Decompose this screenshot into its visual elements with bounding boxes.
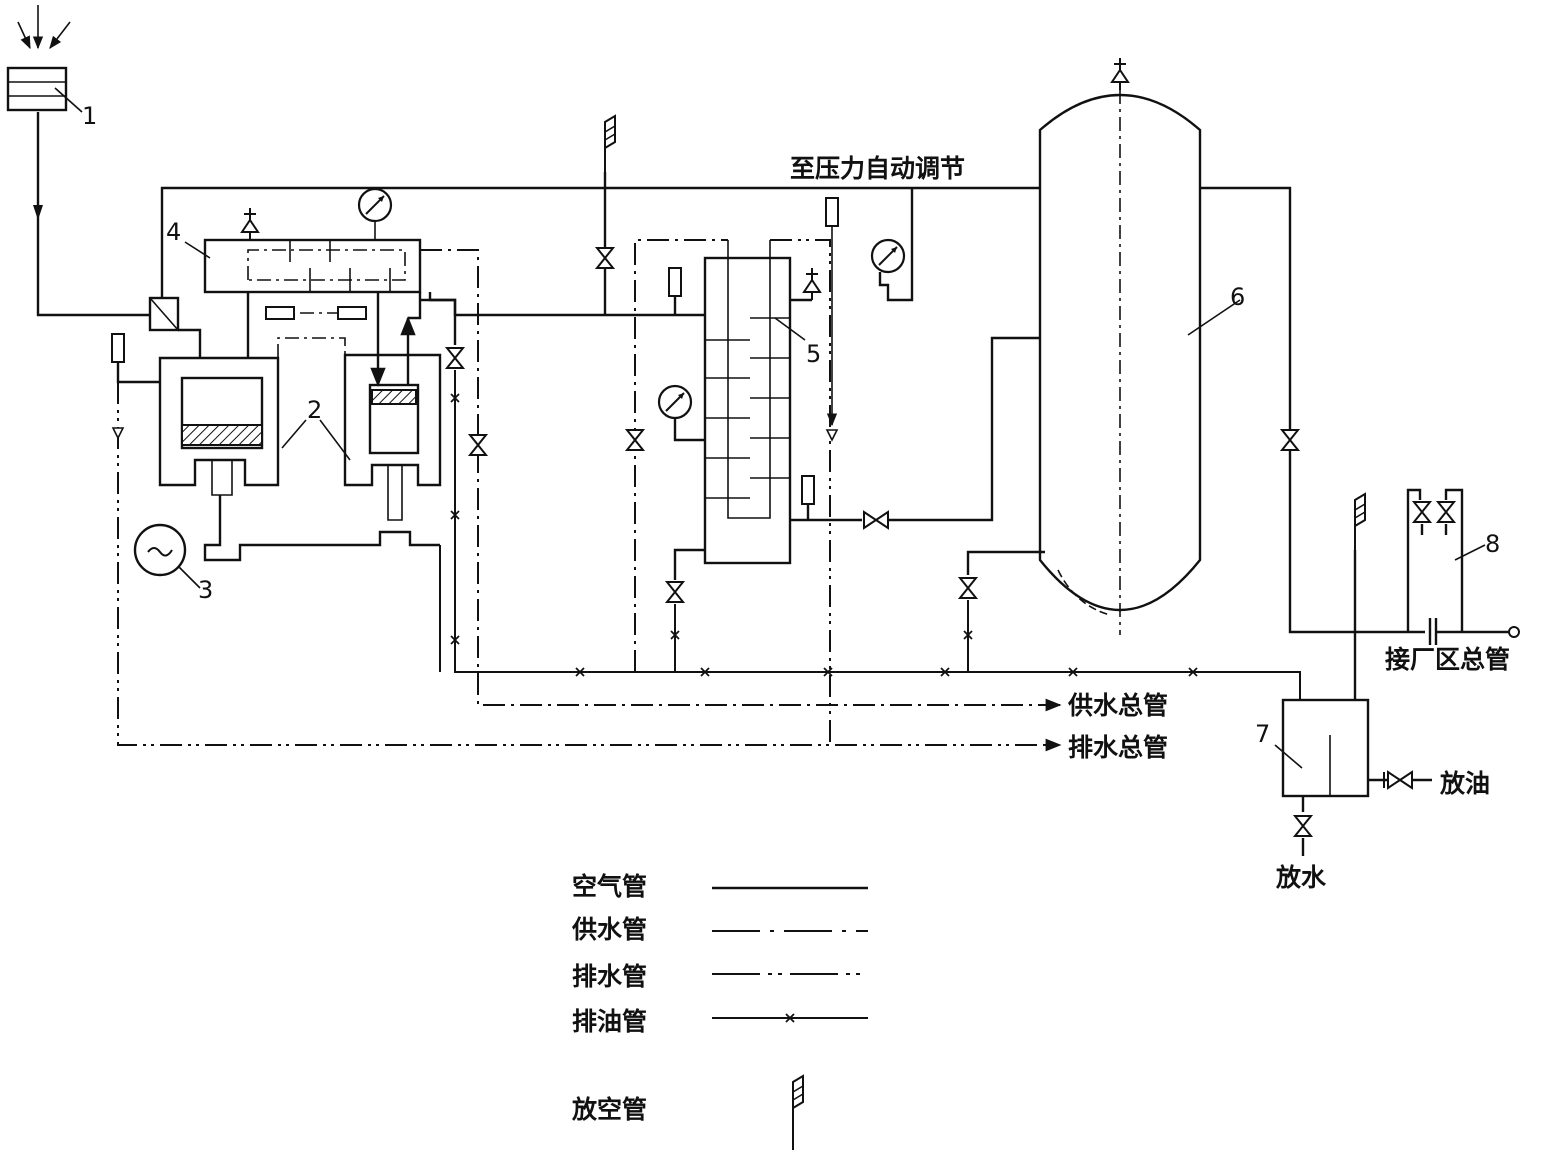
intercooler bbox=[203, 238, 422, 294]
legend: 空气管 供水管 排水管 排油管 放空管 bbox=[571, 872, 868, 1150]
label-number-2: 2 bbox=[307, 396, 322, 424]
valve-water-out bbox=[1294, 815, 1312, 837]
valve-receiver-drain bbox=[959, 577, 977, 599]
pressure-gauge-intercooler bbox=[357, 187, 393, 223]
label-number-5: 5 bbox=[806, 340, 821, 368]
pressure-gauge-main bbox=[870, 238, 906, 274]
receiver-outlet-pipe bbox=[1200, 186, 1425, 634]
water-out-label: 放水 bbox=[1275, 863, 1327, 892]
valve-aftercooler-drain bbox=[666, 581, 684, 603]
crankcase bbox=[203, 495, 440, 562]
oil-out-label: 放油 bbox=[1439, 769, 1490, 798]
label-number-8: 8 bbox=[1485, 530, 1500, 558]
legend-supply-label: 供水管 bbox=[571, 915, 647, 944]
legend-drain-label: 排水管 bbox=[572, 962, 647, 991]
air-filter bbox=[6, 5, 71, 112]
safety-valve-aftercooler bbox=[803, 267, 821, 301]
drain-main-label: 排水总管 bbox=[1068, 733, 1168, 762]
valve-intercooler-drain bbox=[446, 347, 464, 369]
plant-main-label: 接厂区总管 bbox=[1385, 645, 1510, 674]
thermometer-aftercooler-out bbox=[801, 475, 815, 505]
intake-pipe bbox=[36, 112, 152, 317]
legend-air-label: 空气管 bbox=[572, 872, 647, 901]
compressor-high-pressure-cylinder bbox=[343, 353, 442, 521]
vent-valve-1 bbox=[596, 247, 614, 269]
safety-valve-receiver bbox=[1111, 57, 1129, 91]
label-number-4: 4 bbox=[166, 218, 181, 246]
valve-receiver-inlet bbox=[863, 511, 889, 529]
electric-motor bbox=[133, 523, 187, 577]
pressure-gauge-aftercooler bbox=[657, 384, 693, 420]
receiver-inlet-pipe bbox=[888, 336, 1040, 522]
thermometer-water-out bbox=[825, 197, 839, 227]
legend-vent-label: 放空管 bbox=[571, 1095, 647, 1124]
valve-aftercooler-water bbox=[626, 429, 644, 451]
legend-oil-label: 排油管 bbox=[572, 1007, 647, 1036]
supply-main-label: 供水总管 bbox=[1067, 691, 1168, 720]
control-air-line bbox=[160, 186, 1120, 298]
thermometer-aftercooler-in bbox=[668, 267, 682, 297]
safety-valve-intercooler bbox=[241, 207, 259, 241]
valve-receiver-outlet bbox=[1281, 429, 1299, 451]
pressure-control-label: 至压力自动调节 bbox=[790, 154, 965, 183]
label-number-1: 1 bbox=[82, 102, 97, 130]
vent-pipe-1 bbox=[604, 115, 616, 173]
thermometer-left bbox=[111, 333, 125, 363]
aftercooler bbox=[703, 240, 792, 565]
valve-oil-out bbox=[1387, 771, 1413, 789]
valve-cooler-water bbox=[469, 434, 487, 456]
flow-meter bbox=[1406, 488, 1464, 632]
oil-water-separator bbox=[1281, 698, 1370, 798]
compressor-low-pressure-cylinder bbox=[158, 356, 280, 496]
oil-drain-main bbox=[454, 370, 1301, 700]
leader-1 bbox=[54, 87, 83, 113]
label-number-7: 7 bbox=[1255, 720, 1270, 748]
compressed-air-line bbox=[420, 298, 710, 317]
air-receiver bbox=[1038, 90, 1202, 635]
label-number-3: 3 bbox=[198, 576, 213, 604]
label-number-6: 6 bbox=[1230, 283, 1245, 311]
vent-pipe-2 bbox=[1354, 493, 1366, 551]
